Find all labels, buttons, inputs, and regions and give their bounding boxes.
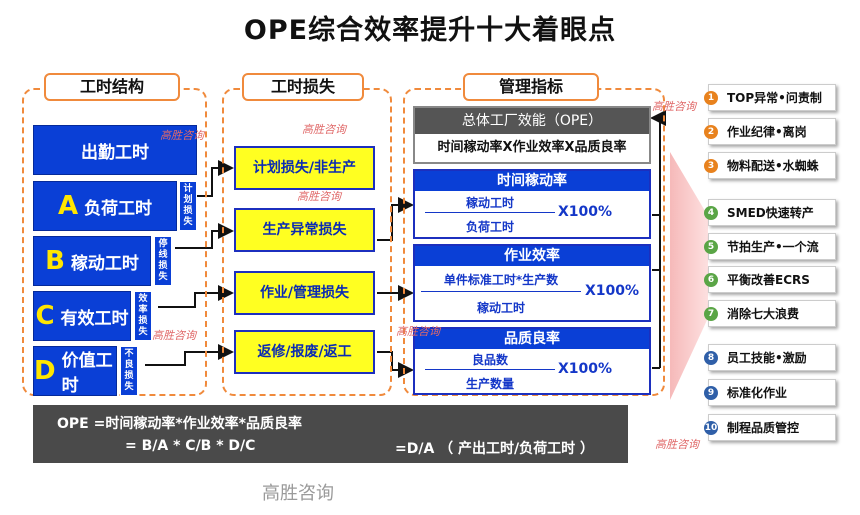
panel-work-eff-title: 作业效率 xyxy=(415,246,649,266)
connector-eff-loss xyxy=(158,285,234,308)
header-loss: 工时损失 xyxy=(242,73,364,101)
fraction-line xyxy=(425,212,555,213)
panel-time-util-mult: X100% xyxy=(558,204,613,220)
panel-work-eff-numerator: 单件标准工时*生产数 xyxy=(443,273,559,287)
loss-box-rework: 返修/报废/返工 xyxy=(234,330,375,374)
number-badge: 5 xyxy=(704,239,718,254)
formula-line-1: OPE =时间稼动率*作业效率*品质良率 xyxy=(57,416,302,432)
panel-time-util: 时间稼动率 稼动工时 负荷工时 X100% xyxy=(413,169,651,239)
letter-b: B xyxy=(45,246,65,276)
header-structure: 工时结构 xyxy=(44,73,180,101)
watermark: 高胜咨询 xyxy=(652,100,696,113)
fraction-line xyxy=(421,291,581,292)
focus-item-10: 10 制程品质管控 xyxy=(704,414,836,441)
tag-stop-loss: 停线损失 xyxy=(154,236,172,286)
ope-title: 总体工厂效能（OPE） xyxy=(415,108,649,134)
number-badge: 9 xyxy=(704,385,718,400)
connector-to-quality xyxy=(377,351,414,378)
fraction-line xyxy=(425,369,555,370)
panel-time-util-denominator: 负荷工时 xyxy=(465,220,514,234)
letter-a: A xyxy=(57,191,79,221)
focus-item-2: 2 作业纪律•离岗 xyxy=(704,118,836,145)
structure-box-load: A 负荷工时 xyxy=(33,181,177,231)
watermark-bottom: 高胜咨询 xyxy=(262,483,334,504)
ope-formula: 时间稼动率X作业效率X品质良率 xyxy=(437,140,627,155)
focus-item-7: 7 消除七大浪费 xyxy=(704,300,836,327)
number-badge: 10 xyxy=(704,420,718,435)
focus-item-6: 6 平衡改善ECRS xyxy=(704,266,836,293)
panel-quality-title: 品质良率 xyxy=(415,329,649,349)
loss-box-work: 作业/管理损失 xyxy=(234,271,375,315)
panel-time-util-title: 时间稼动率 xyxy=(415,171,649,191)
panel-quality: 品质良率 良品数 生产数量 X100% xyxy=(413,327,651,395)
number-badge: 2 xyxy=(704,124,718,139)
focus-item-5: 5 节拍生产•一个流 xyxy=(704,233,836,260)
focus-item-9: 9 标准化作业 xyxy=(704,379,836,406)
formula-line-3: =D/A （ 产出工时/负荷工时 ） xyxy=(395,441,595,457)
structure-box-effective: C 有效工时 xyxy=(33,291,131,341)
focus-item-3: 3 物料配送•水蜘蛛 xyxy=(704,152,836,179)
number-badge: 3 xyxy=(704,158,718,173)
diagram-title: OPE综合效率提升十大着眼点 xyxy=(243,15,617,46)
watermark: 高胜咨询 xyxy=(655,438,699,451)
number-badge: 6 xyxy=(704,272,718,287)
number-badge: 1 xyxy=(704,90,718,105)
focus-wedge xyxy=(670,152,708,400)
watermark: 高胜咨询 xyxy=(396,325,440,338)
focus-item-1: 1 TOP异常•问责制 xyxy=(704,84,836,111)
panel-quality-denominator: 生产数量 xyxy=(465,377,514,391)
letter-c: C xyxy=(35,301,55,331)
connector-panels-to-ope xyxy=(652,117,661,369)
loss-box-abnormal: 生产异常损失 xyxy=(234,208,375,252)
watermark: 高胜咨询 xyxy=(152,329,196,342)
panel-work-eff: 作业效率 单件标准工时*生产数 稼动工时 X100% xyxy=(413,244,651,322)
formula-line-2: = B/A * C/B * D/C xyxy=(125,438,256,454)
number-badge: 7 xyxy=(704,306,718,321)
loss-box-plan: 计划损失/非生产 xyxy=(234,146,375,190)
ope-box: 总体工厂效能（OPE） 时间稼动率X作业效率X品质良率 xyxy=(413,106,651,164)
number-badge: 8 xyxy=(704,350,718,365)
panel-quality-mult: X100% xyxy=(558,361,613,377)
panel-time-util-numerator: 稼动工时 xyxy=(465,196,514,210)
connector-defect-loss xyxy=(145,344,234,366)
panel-work-eff-mult: X100% xyxy=(585,283,640,299)
panel-quality-numerator: 良品数 xyxy=(471,353,508,367)
tag-defect-loss: 不良损失 xyxy=(120,346,138,396)
structure-box-running: B 稼动工时 xyxy=(33,236,151,286)
watermark: 高胜咨询 xyxy=(160,129,204,142)
connector-to-time-util xyxy=(377,197,414,241)
watermark: 高胜咨询 xyxy=(302,123,346,136)
structure-box-attendance: 出勤工时 xyxy=(33,125,197,175)
structure-box-value: D 价值工时 xyxy=(33,346,117,396)
tag-eff-loss: 效率损失 xyxy=(134,291,152,341)
tag-plan-loss: 计划损失 xyxy=(179,181,197,231)
focus-item-8: 8 员工技能•激励 xyxy=(704,344,836,371)
number-badge: 4 xyxy=(704,205,718,220)
letter-d: D xyxy=(34,356,56,386)
formula-bar: OPE =时间稼动率*作业效率*品质良率 = B/A * C/B * D/C =… xyxy=(33,405,628,463)
watermark: 高胜咨询 xyxy=(297,190,341,203)
panel-work-eff-denominator: 稼动工时 xyxy=(476,301,525,315)
focus-item-4: 4 SMED快速转产 xyxy=(704,199,836,226)
header-index: 管理指标 xyxy=(463,73,599,101)
